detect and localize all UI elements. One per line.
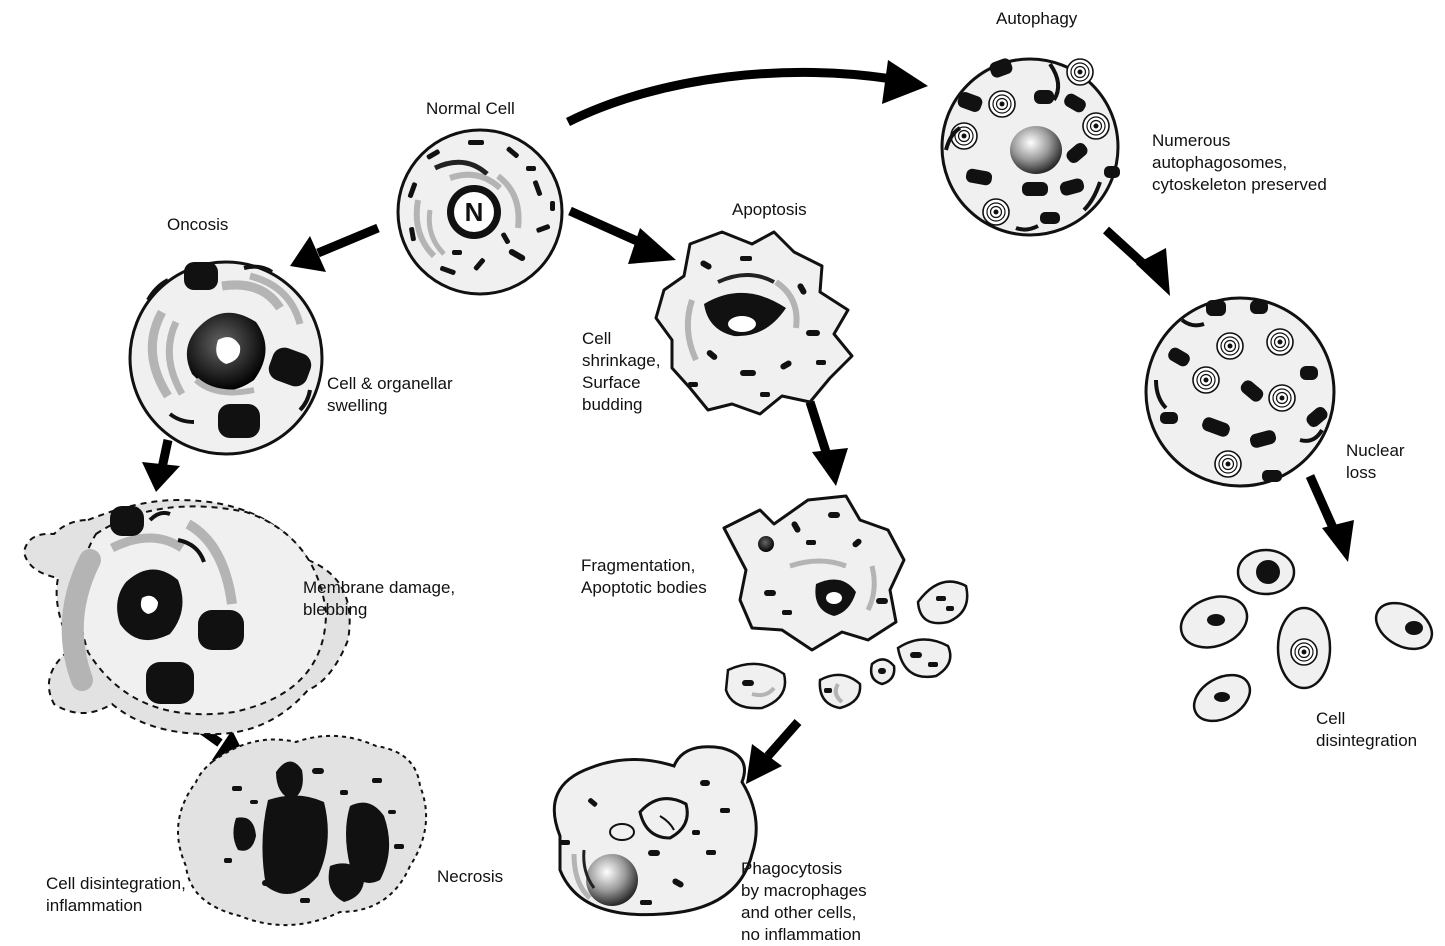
arrow-icon-to-autophagy <box>568 60 928 122</box>
autophagy-step2-label: Nuclear loss <box>1346 440 1405 484</box>
oncosis-title: Oncosis <box>167 214 228 236</box>
arrow-icon-autophagy-step2 <box>1106 230 1170 296</box>
oncosis-step1-label: Cell & organellar swelling <box>327 373 453 417</box>
arrow-icon-apoptosis-step2 <box>810 402 848 486</box>
apoptosis-step3-label: Phagocytosis by macrophages and other ce… <box>741 858 867 946</box>
autophagy-title: Autophagy <box>996 8 1077 30</box>
necrosis-label: Necrosis <box>437 866 503 888</box>
normal-cell-label: Normal Cell <box>426 98 515 120</box>
arrow-icon-to-apoptosis <box>570 211 676 264</box>
apoptosis-shrinking-cell <box>656 232 852 414</box>
autophagy-step3-label: Cell disintegration <box>1316 708 1417 752</box>
autophagy-step1-label: Numerous autophagosomes, cytoskeleton pr… <box>1152 130 1327 196</box>
normal-cell: N <box>398 130 562 294</box>
macrophage-cell <box>554 747 756 915</box>
oncosis-step2-label: Membrane damage, blebbing <box>303 577 455 621</box>
oncosis-step3-label: Cell disintegration, inflammation <box>46 873 186 917</box>
autophagy-nuclear-loss-cell <box>1146 298 1334 486</box>
apoptosis-step2-label: Fragmentation, Apoptotic bodies <box>581 555 707 599</box>
oncosis-swollen-cell <box>130 262 322 454</box>
apoptosis-step1-label: Cell shrinkage, Surface budding <box>582 328 660 416</box>
apoptosis-fragmenting-cell <box>724 496 904 650</box>
autophagy-disintegration-cells <box>1174 550 1440 730</box>
arrow-icon-apoptosis-step3 <box>746 722 798 784</box>
arrow-icon-oncosis-step2 <box>142 440 180 492</box>
necrotic-cell <box>178 736 426 925</box>
oncosis-blebbing-cell <box>24 500 350 734</box>
nucleus-letter: N <box>465 197 484 227</box>
arrow-icon-autophagy-step3 <box>1310 476 1354 562</box>
arrow-icon-to-oncosis <box>290 228 378 272</box>
apoptosis-title: Apoptosis <box>732 199 807 221</box>
autophagy-cell <box>942 57 1120 235</box>
